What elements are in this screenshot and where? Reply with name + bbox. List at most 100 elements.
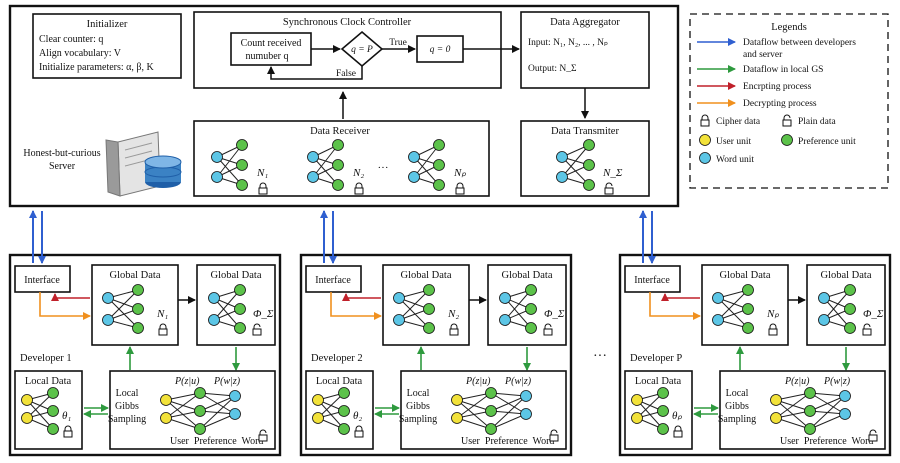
initializer-line-3: Initialize parameters: α, β, K bbox=[39, 62, 155, 73]
gibbs-box bbox=[400, 370, 567, 450]
network-edge bbox=[413, 144, 440, 178]
interface-box bbox=[305, 265, 362, 293]
network-edge bbox=[809, 395, 846, 412]
global-data-1-title: Global Data bbox=[400, 270, 451, 281]
network-node bbox=[499, 292, 511, 304]
gibbs-box bbox=[109, 370, 276, 450]
gibbs-axis-labels: User Preference Word bbox=[461, 436, 554, 447]
decrypt-arrow bbox=[330, 292, 382, 320]
network-node bbox=[102, 292, 114, 304]
network-edge bbox=[107, 289, 139, 321]
network-node bbox=[712, 314, 724, 326]
network-node bbox=[818, 292, 830, 304]
network-node bbox=[408, 151, 420, 163]
network bbox=[211, 139, 248, 191]
pzu-label: P(z|u) bbox=[174, 376, 200, 387]
global-phi-label: Φ_Σ bbox=[253, 308, 274, 320]
unlock-icon bbox=[862, 323, 872, 336]
local-data-title: Local Data bbox=[25, 376, 72, 387]
network-node bbox=[229, 408, 241, 420]
network-node bbox=[520, 390, 532, 402]
lock-icon bbox=[354, 425, 364, 438]
network-node bbox=[556, 171, 568, 183]
initializer-line-1: Clear counter: q bbox=[39, 34, 103, 45]
network-node bbox=[657, 423, 669, 435]
network-node bbox=[770, 394, 782, 406]
network-node bbox=[236, 179, 248, 191]
gibbs-line-1: Local bbox=[726, 388, 749, 399]
network-node bbox=[236, 159, 248, 171]
data-aggregator-box: Data Aggregator Input: N₁, N₂, ... , Nₚ … bbox=[520, 11, 650, 89]
developer-name: Developer 1 bbox=[20, 353, 72, 364]
gibbs-line-2: Gibbs bbox=[115, 401, 139, 412]
lock-icon bbox=[63, 425, 73, 438]
gibbs-axis-labels: User Preference Word bbox=[780, 436, 873, 447]
network-edge bbox=[317, 392, 345, 419]
unlock-icon bbox=[252, 323, 262, 336]
legend-pref-dot bbox=[781, 134, 793, 146]
network-edge bbox=[26, 392, 54, 419]
network-node bbox=[583, 159, 595, 171]
network-node bbox=[102, 314, 114, 326]
global-data-2-title: Global Data bbox=[820, 270, 871, 281]
network bbox=[408, 139, 445, 191]
lock-icon bbox=[673, 425, 683, 438]
lock-icon bbox=[455, 182, 465, 195]
receiver-label: Nₚ bbox=[453, 167, 466, 179]
network-edge bbox=[213, 289, 241, 321]
network-node bbox=[229, 390, 241, 402]
server-label-line2: Server bbox=[49, 161, 76, 172]
network-node bbox=[525, 303, 537, 315]
network bbox=[21, 387, 59, 435]
legend-item-1-line1: Dataflow between developers bbox=[743, 37, 856, 48]
network-node bbox=[631, 394, 643, 406]
network-node bbox=[839, 390, 851, 402]
network-node bbox=[132, 322, 144, 334]
theta-label: θ₂ bbox=[353, 410, 362, 422]
network-node bbox=[556, 151, 568, 163]
interface-box bbox=[14, 265, 71, 293]
legend-item-1-line2: and server bbox=[743, 50, 783, 60]
network-node bbox=[742, 303, 754, 315]
network-edge bbox=[490, 413, 527, 430]
network-edge bbox=[216, 144, 243, 178]
network-node bbox=[525, 322, 537, 334]
network-node bbox=[307, 171, 319, 183]
condition-label: q = P bbox=[351, 45, 373, 55]
network-node bbox=[742, 322, 754, 334]
network-edge bbox=[199, 413, 236, 430]
network-edge bbox=[504, 289, 532, 321]
interface-label: Interface bbox=[24, 275, 60, 286]
pwz-label: P(w|z) bbox=[504, 376, 532, 387]
unlock-icon bbox=[258, 429, 268, 442]
network bbox=[556, 139, 595, 191]
network-node bbox=[47, 405, 59, 417]
network-node bbox=[307, 151, 319, 163]
interface-label: Interface bbox=[634, 275, 670, 286]
network-node bbox=[583, 179, 595, 191]
lock-icon bbox=[258, 182, 268, 195]
network-edge bbox=[809, 395, 846, 430]
true-label: True bbox=[389, 38, 407, 48]
pzu-label: P(z|u) bbox=[784, 376, 810, 387]
network-edge bbox=[398, 289, 430, 321]
network-node bbox=[657, 405, 669, 417]
interface-box bbox=[624, 265, 681, 293]
gibbs-line-3: Sampling bbox=[108, 414, 146, 425]
network-node bbox=[485, 405, 497, 417]
network-node bbox=[433, 159, 445, 171]
network bbox=[499, 284, 537, 334]
unlock-icon bbox=[543, 323, 553, 336]
network-node bbox=[408, 171, 420, 183]
network-node bbox=[211, 151, 223, 163]
receiver-title: Data Receiver bbox=[310, 126, 370, 137]
local-data-title: Local Data bbox=[635, 376, 682, 387]
count-received-line1: Count received bbox=[241, 38, 302, 49]
network-node bbox=[804, 405, 816, 417]
gibbs-box bbox=[719, 370, 886, 450]
legend-plain: Plain data bbox=[798, 117, 837, 127]
network-edge bbox=[199, 395, 236, 412]
